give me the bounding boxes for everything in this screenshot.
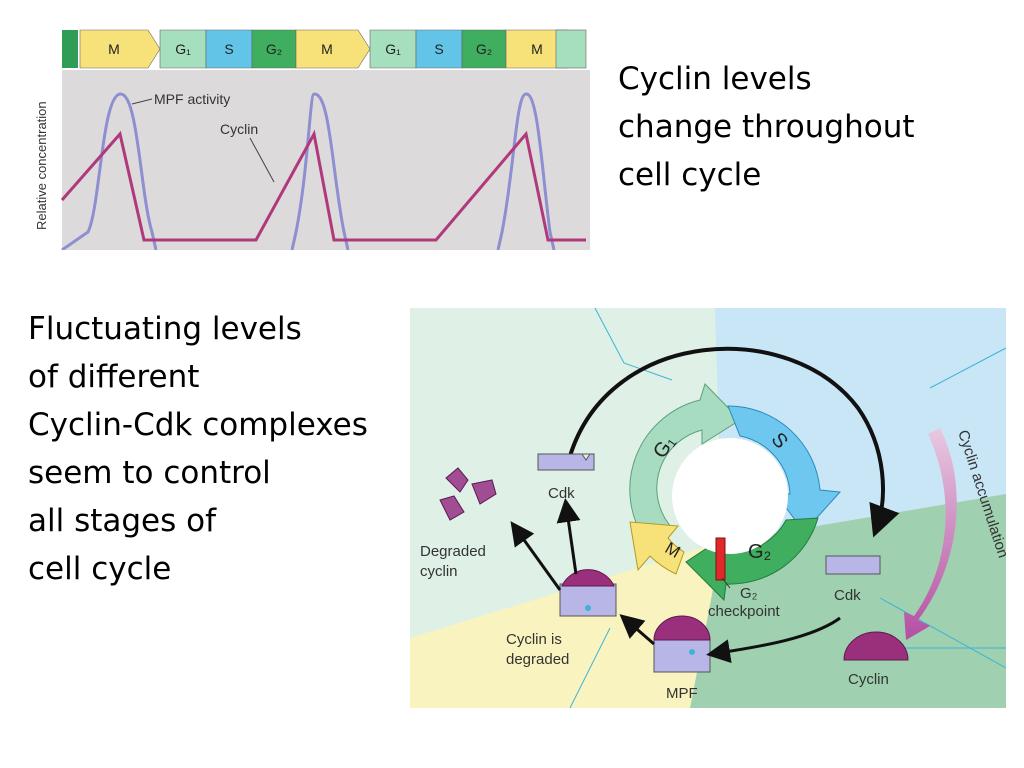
cyclin-degraded-label-line-2: degraded (506, 651, 569, 668)
phase-start-marker (62, 30, 78, 68)
phase-label: G₂ (266, 41, 282, 57)
g2-checkpoint-marker (715, 537, 726, 581)
g2-checkpoint-label-line-1: G₂ (740, 585, 758, 602)
mpf-label-leader (131, 98, 153, 105)
phase-segment (295, 29, 371, 69)
cyclin-mpf-graph: M G₁ S G₂ M G₁ S G₂ M Relative concentration MPF… (34, 29, 590, 250)
phase-segment (79, 29, 161, 69)
fluctuating-levels-text: Fluctuating levels of different Cyclin-C… (28, 305, 368, 593)
phase-label: M (531, 41, 543, 57)
ring-center (672, 438, 788, 554)
phase-label: G₁ (385, 41, 401, 57)
cyclin-degraded-label-line-1: Cyclin is (506, 631, 562, 648)
cdk-top-shape (537, 453, 595, 471)
fluctuating-line-4: seem to control (28, 455, 271, 491)
cdk-return-arrow (568, 346, 900, 538)
phase-label: M (108, 41, 120, 57)
fluctuating-line-2: of different (28, 359, 200, 395)
s-phase-sector (715, 308, 1006, 542)
cdk-top-label: Cdk (548, 485, 575, 502)
mpf-activity-label: MPF activity (154, 91, 230, 107)
cdk-right-shape (825, 555, 881, 575)
cyclin-curve-label: Cyclin (220, 121, 258, 137)
fluctuating-line-1: Fluctuating levels (28, 311, 302, 347)
fluctuating-line-6: cell cycle (28, 551, 172, 587)
cyclin-label: Cyclin (848, 671, 889, 688)
phase-end-marker (555, 29, 587, 69)
degraded-cyclin-label-line-1: Degraded (420, 543, 486, 560)
y-axis-label: Relative concentration (34, 101, 49, 230)
cyclin-curve (60, 129, 586, 242)
cyclin-cdk-cycle-diagram: G₁ S G₂ M G₂ checkpoint Cyclin accumulat… (410, 308, 1006, 708)
g1-ring-segment (629, 383, 741, 541)
g2-checkpoint-leader (721, 577, 731, 589)
m-phase-sector (410, 542, 722, 708)
cyclin-levels-line-3: cell cycle (618, 157, 762, 193)
cyclin-levels-line-2: change throughout (618, 109, 915, 145)
fluctuating-line-3: Cyclin-Cdk complexes (28, 407, 368, 443)
s-ring-segment (727, 405, 842, 533)
m-ring-segment (629, 521, 685, 575)
mpf-complex-icon (653, 615, 711, 673)
phase-label: S (224, 41, 233, 57)
cyclin-levels-text: Cyclin levels change throughout cell cyc… (618, 55, 915, 199)
cyclin-levels-line-1: Cyclin levels (618, 61, 812, 97)
phase-label: S (434, 41, 443, 57)
pathway-arrows (510, 498, 841, 664)
phase-bar: M G₁ S G₂ M G₁ S G₂ M (79, 29, 581, 69)
degrading-complex-icon (559, 569, 617, 617)
g2-checkpoint-label-line-2: checkpoint (708, 603, 781, 620)
phase-label: G₁ (175, 41, 191, 57)
phase-label: G₂ (476, 41, 492, 57)
mpf-activity-curve (61, 92, 556, 250)
fluctuating-line-5: all stages of (28, 503, 217, 539)
background-lines (569, 308, 1006, 708)
degraded-cyclin-label-line-2: cyclin (420, 563, 458, 580)
mpf-label: MPF (666, 685, 698, 702)
cdk-right-label: Cdk (834, 587, 861, 604)
phase-label: M (321, 41, 333, 57)
degraded-cyclin-icon (439, 467, 497, 521)
g2-label: G₂ (748, 541, 771, 563)
cyclin-shape (843, 631, 909, 661)
cyclin-accumulation-arrow (904, 428, 957, 640)
cyclin-label-leader (249, 137, 275, 183)
